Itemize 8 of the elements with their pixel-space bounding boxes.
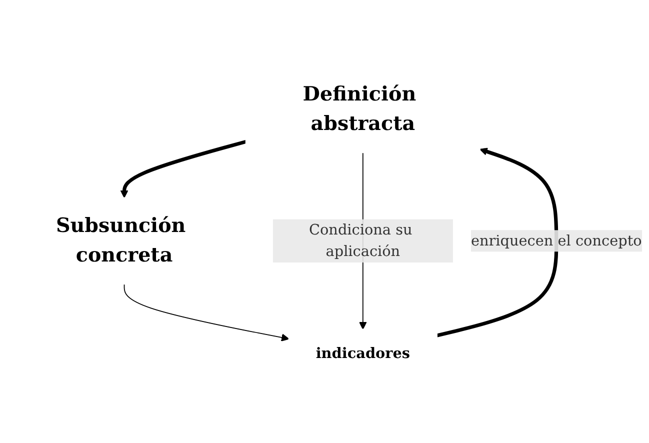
node-text: Subsunción concreta xyxy=(56,213,186,267)
arrow xyxy=(120,139,246,198)
arrow xyxy=(124,283,290,341)
edge-label: Condiciona su aplicación xyxy=(308,220,412,260)
node-text: indicadores xyxy=(316,344,410,362)
node-text: Definición abstracta xyxy=(302,82,416,136)
arrow xyxy=(436,147,558,337)
edge-label: enriquecen el concepto xyxy=(470,231,642,249)
